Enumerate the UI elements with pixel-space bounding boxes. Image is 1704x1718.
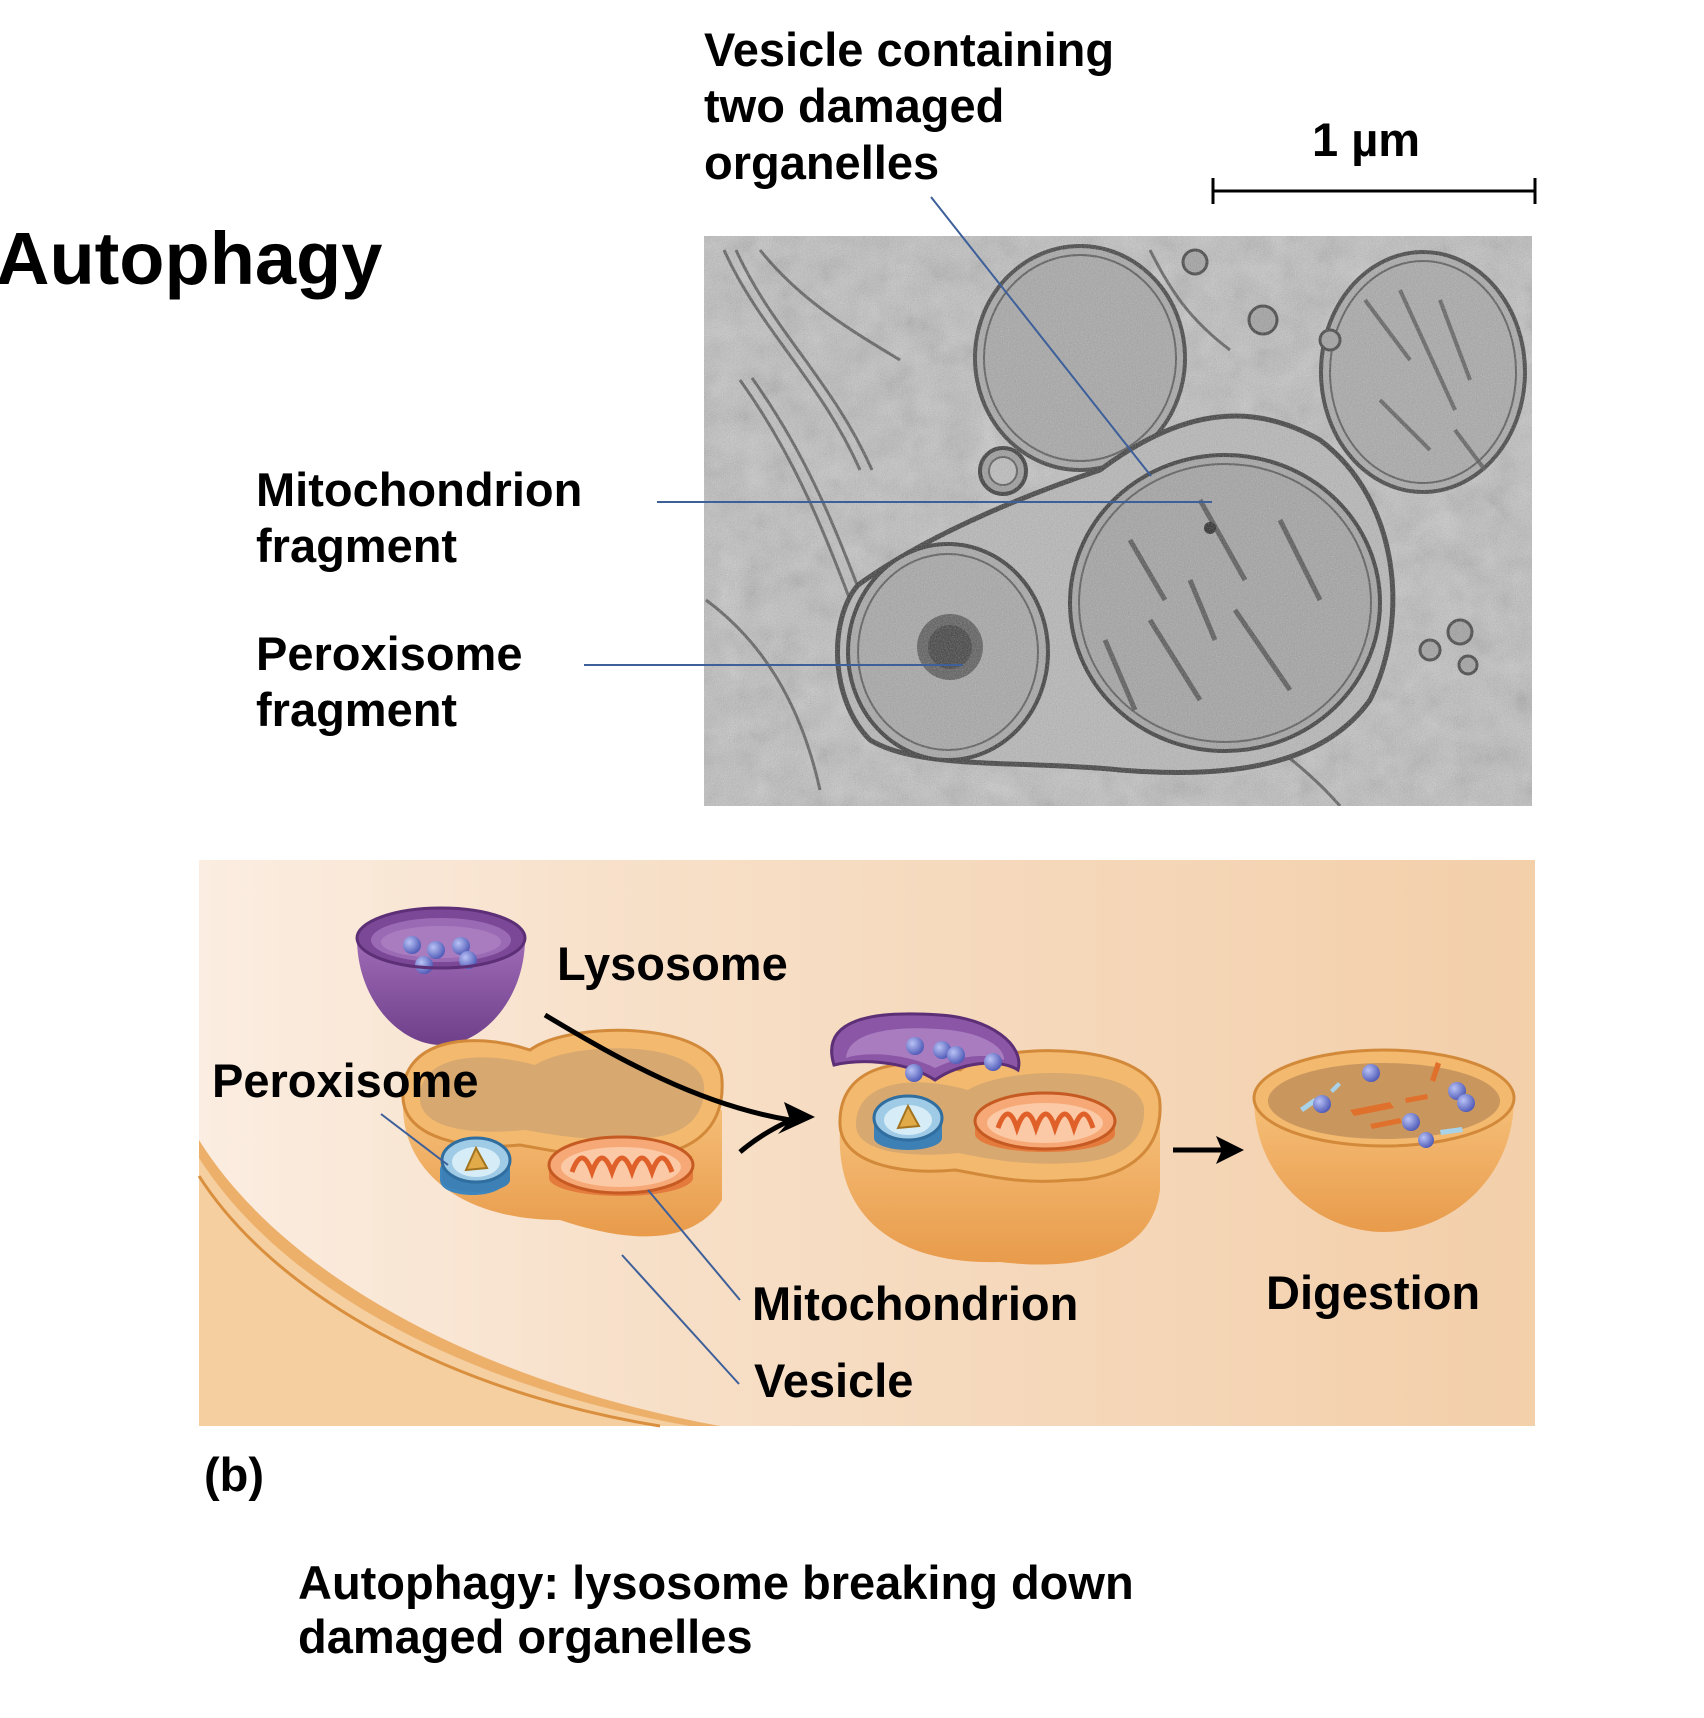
scale-bar-label: 1 µm [1312,113,1421,166]
digestion-arrow [1173,1136,1244,1164]
illustration-leader-lines [380,1113,741,1385]
curved-arrow [543,1012,815,1154]
figure-graphics [197,178,1537,1428]
peroxisome-fragment-label: Peroxisome fragment [256,627,523,737]
vesicle-label: Vesicle [754,1354,914,1407]
caption-text: Autophagy: lysosome breaking down damage… [298,1556,1134,1664]
caption-letter: (b) [204,1448,265,1501]
lysosome-label: Lysosome [557,937,788,990]
peroxisome-label: Peroxisome [212,1054,479,1107]
micrograph-leader-lines [584,196,1212,666]
vesicle-callout-label: Vesicle containing two damaged organelle… [704,23,1115,189]
left-vesicle-contents [440,1135,695,1196]
figure-caption: (b) Autophagy: lysosome breaking down da… [204,1448,1134,1718]
digestion-label: Digestion [1266,1266,1481,1319]
fusing-vesicle-illustration [830,1012,1162,1265]
mitochondrion-fragment-label: Mitochondrion fragment [256,463,583,573]
electron-micrograph [704,236,1532,806]
scale-bar [1211,178,1537,204]
page-title: Autophagy [0,217,383,300]
digestion-vesicle-illustration [1252,1048,1516,1232]
mitochondrion-label: Mitochondrion [752,1277,1079,1330]
lysosome-illustration [355,906,527,1045]
